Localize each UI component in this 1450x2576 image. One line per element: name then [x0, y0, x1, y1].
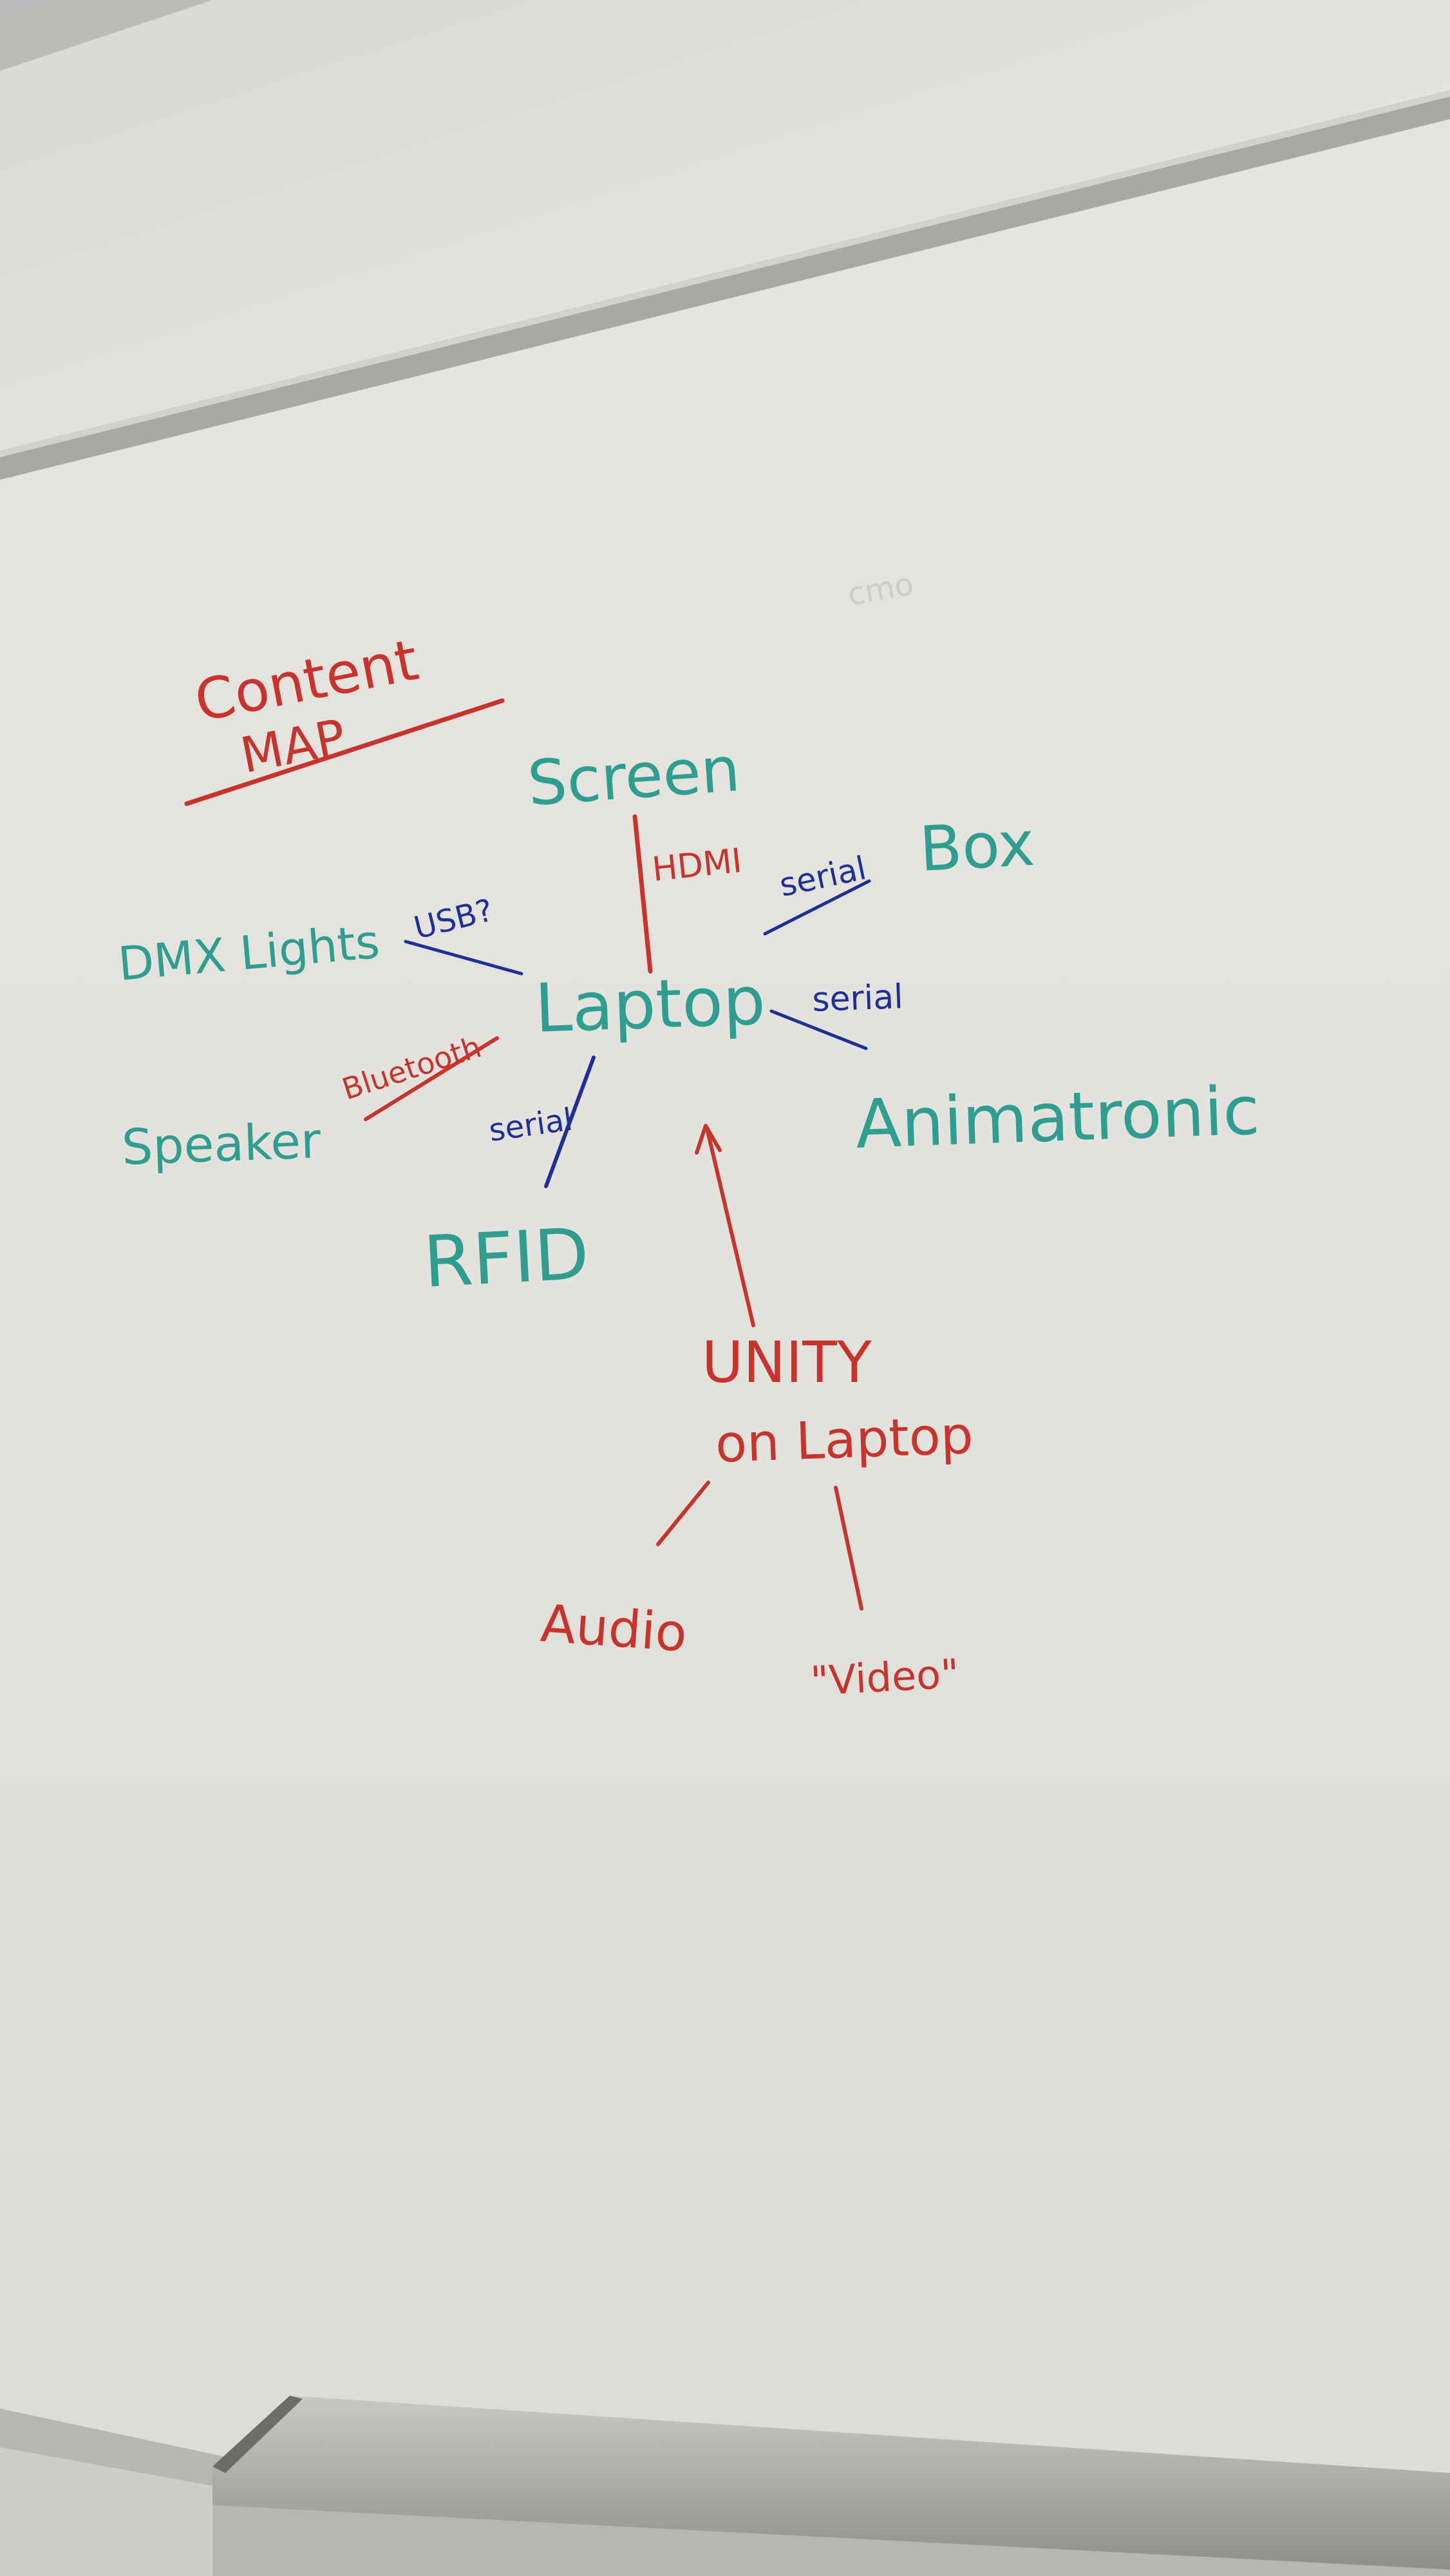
board-top-frame — [0, 90, 1450, 480]
unity-arrow-head — [695, 1124, 722, 1155]
serial-box-line — [763, 879, 871, 936]
hdmi-line — [632, 814, 653, 974]
node-speaker: Speaker — [121, 1112, 323, 1176]
node-laptop: Laptop — [534, 961, 767, 1048]
marker-tray-lip — [212, 2396, 303, 2473]
unity-title: UNITY — [702, 1329, 872, 1396]
label-hdmi: HDMI — [650, 842, 744, 889]
unity-subtitle: on Laptop — [714, 1405, 974, 1474]
node-animatronic: Animatronic — [854, 1071, 1261, 1164]
serial-rfid-line — [544, 1056, 596, 1188]
label-serial-animatronic: serial — [811, 978, 903, 1019]
unity-arrow-line — [705, 1126, 755, 1327]
whiteboard-surface — [0, 116, 1450, 2576]
node-box: Box — [918, 808, 1036, 886]
output-audio: Audio — [539, 1593, 689, 1663]
output-video: "Video" — [809, 1650, 960, 1705]
node-screen: Screen — [525, 733, 742, 820]
floor-strip — [0, 2447, 212, 2576]
ceiling-shadow — [0, 0, 212, 71]
usb-line — [404, 940, 523, 976]
node-rfid: RFID — [422, 1213, 591, 1303]
serial-animatronic-line — [769, 1009, 868, 1050]
video-line — [834, 1486, 863, 1611]
audio-line — [656, 1481, 710, 1546]
wall-area — [0, 0, 1450, 464]
marker-tray[interactable] — [212, 2396, 1450, 2570]
title-underline — [184, 698, 505, 806]
board-top-frame-highlight — [0, 90, 1450, 457]
bluetooth-line — [364, 1036, 499, 1121]
